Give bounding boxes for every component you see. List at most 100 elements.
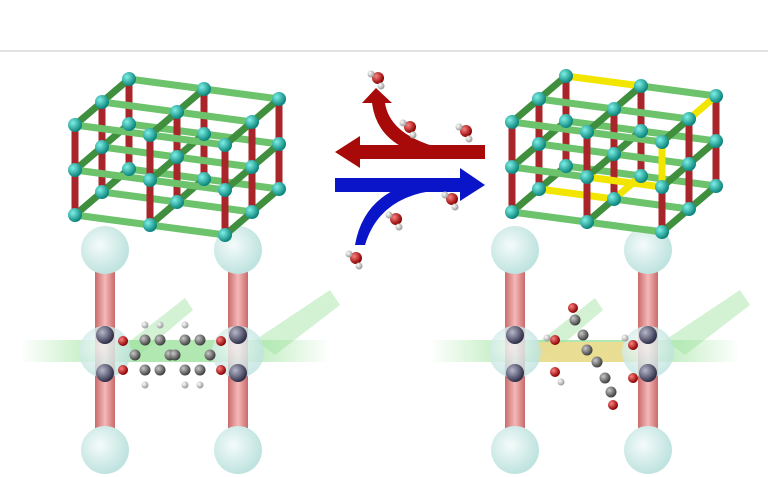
lattice-node [218, 228, 232, 242]
lattice-node [143, 128, 157, 142]
top-bar [0, 0, 768, 52]
lattice-bar-x [535, 185, 618, 203]
lattice-node [143, 218, 157, 232]
oxygen-atom [390, 213, 402, 225]
carbon-atom [591, 356, 603, 368]
lattice-bar-x [146, 176, 229, 194]
lattice-bar-x [125, 165, 208, 183]
linker-glow [255, 290, 340, 355]
lattice-bar-x [583, 218, 666, 236]
hydrogen-atom [465, 135, 473, 143]
lattice-node [122, 117, 136, 131]
metal-atom [506, 364, 524, 382]
oxygen-atom [550, 367, 560, 377]
carbon-atom [139, 334, 151, 346]
pillar-ball [491, 426, 539, 474]
lattice-bar-x [535, 95, 618, 113]
lattice-node [559, 69, 573, 83]
lattice-node [95, 95, 109, 109]
lattice-bar-x [146, 221, 229, 239]
lattice-node [170, 195, 184, 209]
metal-atom [96, 326, 114, 344]
hydrogen-atom [156, 321, 164, 329]
hydrogen-atom [141, 381, 149, 389]
metal-atom [229, 364, 247, 382]
lattice-bar-x [610, 105, 693, 123]
lattice-node [607, 147, 621, 161]
lattice-node [197, 127, 211, 141]
pillar-ball [622, 326, 674, 378]
water-molecule [345, 250, 363, 270]
lattice-bar-x [200, 130, 283, 148]
carbon-atom [599, 372, 611, 384]
water-molecule [455, 123, 473, 143]
pillar-ball [214, 426, 262, 474]
lattice-node [95, 185, 109, 199]
hydrogen-atom [355, 262, 363, 270]
oxygen-atom [216, 336, 226, 346]
hydrogen-atom [543, 334, 551, 342]
oxygen-atom [216, 365, 226, 375]
lattice-node [634, 124, 648, 138]
lattice-node [272, 137, 286, 151]
lattice-bar-x [71, 121, 154, 139]
lattice-node [655, 180, 669, 194]
hydrogen-atom [621, 334, 629, 342]
linker-glow [665, 290, 750, 355]
lattice-node [532, 137, 546, 151]
hydrogen-atom [196, 381, 204, 389]
oxygen-atom [550, 335, 560, 345]
lattice-bar-x [173, 153, 256, 171]
metal-atom [639, 364, 657, 382]
hydrogen-atom [441, 191, 449, 199]
oxygen-atom [628, 373, 638, 383]
hydrogen-atom [181, 321, 189, 329]
lattice-node [682, 202, 696, 216]
hydrogen-atom [399, 119, 407, 127]
lattice-bar-x [508, 163, 591, 181]
lattice-node [245, 205, 259, 219]
pillar-ball [81, 426, 129, 474]
lattice-bar-x [200, 85, 283, 103]
carbon-atom [169, 349, 181, 361]
lattice-bar-x [637, 127, 720, 145]
oxygen-atom [608, 400, 618, 410]
water-molecule [367, 70, 385, 90]
hydrogen-atom [557, 378, 565, 386]
lattice-bar-x [583, 128, 666, 146]
carbon-atom [605, 386, 617, 398]
pillar-ball [81, 226, 129, 274]
lattice-node [170, 105, 184, 119]
lattice-node [580, 125, 594, 139]
lattice-node [607, 102, 621, 116]
lattice-bar-x [71, 166, 154, 184]
hydrogen-atom [409, 131, 417, 139]
oxygen-atom [372, 72, 384, 84]
carbon-atom [139, 364, 151, 376]
lattice-bar-x [146, 131, 229, 149]
pillar-ball [624, 426, 672, 474]
lattice-bar-x [98, 188, 181, 206]
lattice-node [607, 192, 621, 206]
pillar-ball [491, 226, 539, 274]
lattice-bar-x [610, 150, 693, 168]
lattice-node [68, 118, 82, 132]
lattice-bar-x [98, 98, 181, 116]
metal-atom [96, 364, 114, 382]
carbon-atom [154, 364, 166, 376]
carbon-atom [204, 349, 216, 361]
lattice-node [245, 160, 259, 174]
metal-atom [229, 326, 247, 344]
carbon-atom [129, 349, 141, 361]
lattice-bar-x [610, 195, 693, 213]
carbon-atom [194, 364, 206, 376]
dehydration-arrow [335, 136, 485, 168]
lattice-node [559, 159, 573, 173]
lattice-node [709, 134, 723, 148]
carbon-atom [194, 334, 206, 346]
lattice-bar-x [508, 118, 591, 136]
lattice-bar-x [562, 117, 645, 135]
lattice-bar-x [562, 72, 645, 90]
hydrogen-atom [395, 223, 403, 231]
